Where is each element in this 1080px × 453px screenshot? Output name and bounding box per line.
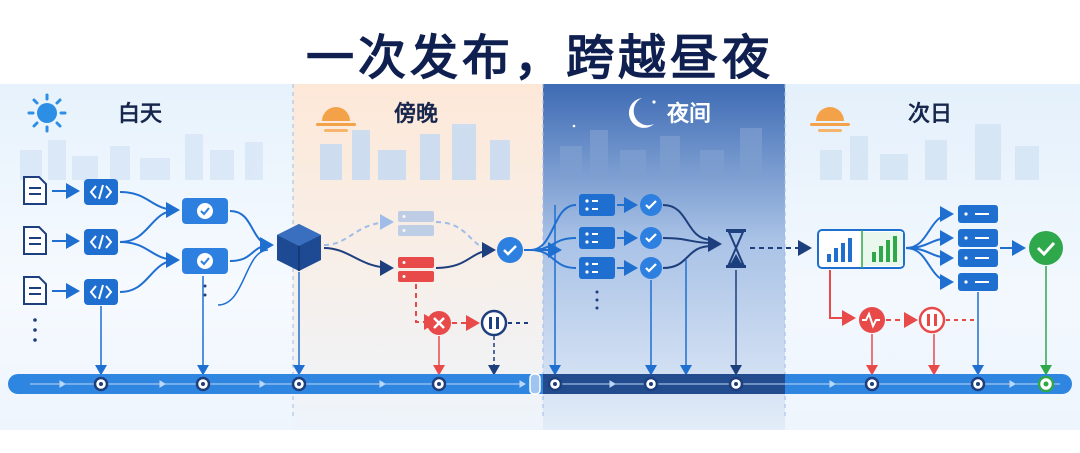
server-icon xyxy=(579,227,615,249)
server-icon xyxy=(958,229,998,247)
server-error-icon xyxy=(398,257,434,282)
code-icon xyxy=(84,179,118,205)
pause-icon xyxy=(480,309,508,337)
dusk-flow xyxy=(323,211,562,337)
code-icon xyxy=(84,229,118,255)
server-icon xyxy=(958,249,998,267)
doc-icon xyxy=(23,226,47,255)
timeline-handle xyxy=(529,373,541,395)
metrics-dashboard-icon xyxy=(817,229,905,269)
hourglass-icon xyxy=(726,229,746,268)
doc-icon xyxy=(23,276,47,305)
more-dots xyxy=(595,290,599,310)
phase-label-day: 白天 xyxy=(118,102,163,127)
more-dots xyxy=(203,284,207,297)
code-pipelines xyxy=(23,176,321,342)
check-card-icon xyxy=(182,248,228,274)
doc-icon xyxy=(23,176,47,205)
timeline xyxy=(8,373,1072,395)
check-circle-icon xyxy=(497,237,523,263)
skyline-night xyxy=(560,128,762,180)
server-icon xyxy=(958,273,998,291)
more-dots xyxy=(33,318,37,342)
phase-label-next-day: 次日 xyxy=(908,102,953,127)
server-icon xyxy=(579,257,615,279)
skyline-day xyxy=(20,134,263,180)
skyline-dusk xyxy=(320,124,510,180)
pause-icon xyxy=(918,306,946,334)
sun-icon xyxy=(27,93,67,133)
timeline-connectors xyxy=(95,205,1052,376)
check-circle-icon xyxy=(640,227,662,249)
server-icon xyxy=(958,205,998,223)
phase-label-dusk: 傍晚 xyxy=(394,102,439,127)
artifact-cube-icon xyxy=(277,224,321,271)
check-card-icon xyxy=(182,198,228,224)
moon-icon xyxy=(572,98,656,128)
check-circle-icon xyxy=(640,257,662,279)
page-title: 一次发布，跨越昼夜 xyxy=(305,30,774,86)
server-icon xyxy=(579,194,615,216)
night-flow xyxy=(529,194,812,310)
sunset-icon xyxy=(316,107,356,132)
skyline-next-day xyxy=(820,124,1039,180)
check-circle-icon xyxy=(640,194,662,216)
timeline-nodes xyxy=(93,375,1055,393)
sunrise-icon xyxy=(810,107,850,132)
anomaly-pulse-icon xyxy=(859,307,885,333)
next-day-flow xyxy=(817,205,1063,334)
server-faded-icon xyxy=(398,211,434,236)
phase-label-night: 夜间 xyxy=(667,102,712,127)
success-check-icon xyxy=(1029,231,1063,265)
error-x-icon xyxy=(427,311,451,335)
code-icon xyxy=(84,279,118,305)
